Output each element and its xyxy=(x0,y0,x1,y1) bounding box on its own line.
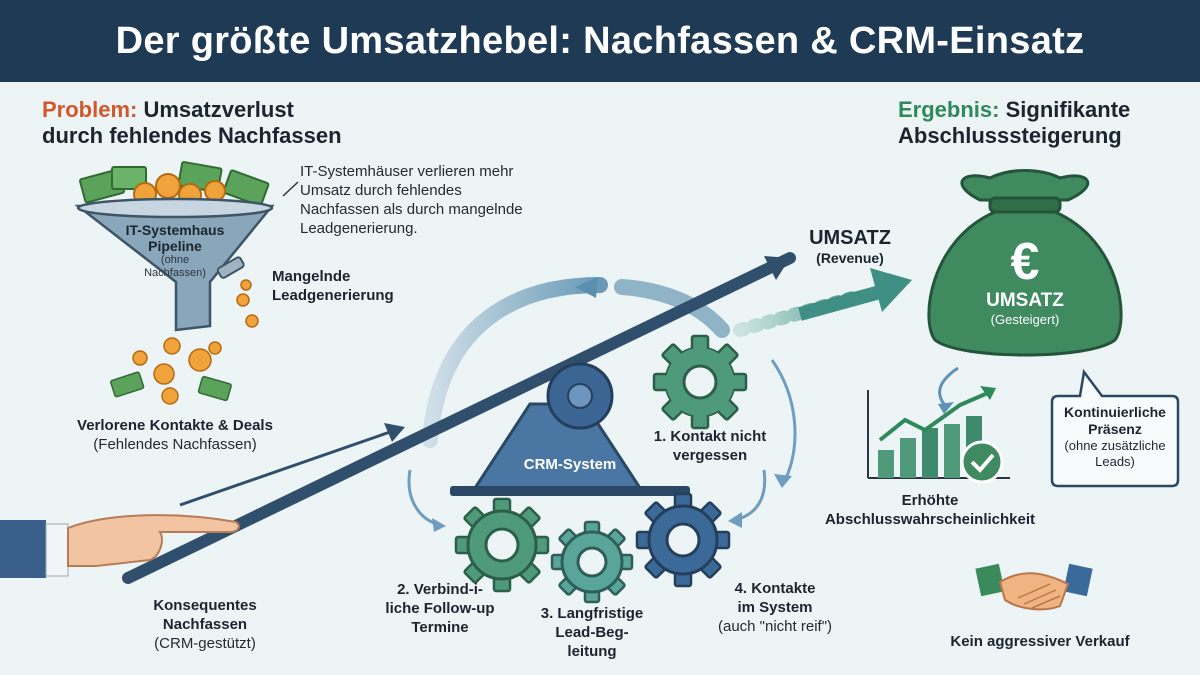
pushing-hand-icon xyxy=(0,514,240,578)
gear-2-label: 2. Verbind-i- liche Follow-up Termine xyxy=(370,580,510,637)
bag-title: UMSATZ xyxy=(986,290,1064,311)
gear-1-label: 1. Kontakt nicht vergessen xyxy=(640,427,780,465)
bubble-sub-line: Leads) xyxy=(1095,454,1135,469)
crm-system-label: CRM-System xyxy=(523,456,617,473)
gear-2-label-line: 2. Verbind-i- xyxy=(397,581,483,598)
gear-3-label-line: 3. Langfristige xyxy=(540,605,644,622)
chart-label: Erhöhte Abschlusswahrscheinlichkeit xyxy=(800,491,1060,529)
leak-label-line: Mangelnde xyxy=(272,268,351,285)
gear-1-label-line: 1. Kontakt nicht xyxy=(653,428,767,445)
gear-2-icon xyxy=(454,497,550,593)
bubble-text: Kontinuierliche Präsenz (ohne zusätzlich… xyxy=(1056,404,1174,470)
problem-prefix: Problem: xyxy=(42,97,138,122)
problem-desc-line: Leadgenerierung. xyxy=(300,220,418,237)
push-arrow-icon xyxy=(179,423,405,507)
revenue-arrow-icon xyxy=(733,268,912,337)
gear-4-sub: (auch "nicht reif") xyxy=(717,618,833,635)
chart-label-line: Abschlusswahrscheinlichkeit xyxy=(824,511,1036,528)
funnel-label-line: IT-Systemhaus xyxy=(125,222,225,238)
handshake-label: Kein aggressiver Verkauf xyxy=(950,633,1130,650)
lost-deals-label: Verlorene Kontakte & Deals (Fehlendes Na… xyxy=(40,416,310,454)
leak-label: Mangelnde Leadgenerierung xyxy=(272,267,432,305)
lost-deals-title: Verlorene Kontakte & Deals xyxy=(77,417,273,434)
result-title: Ergebnis: Signifikante Abschlusssteigeru… xyxy=(898,97,1188,149)
growth-chart-icon xyxy=(867,386,1010,484)
result-title-rest: Signifikante xyxy=(1005,97,1131,122)
bubble-sub-line: (ohne zusätzliche xyxy=(1064,438,1166,453)
funnel-label: IT-Systemhaus Pipeline (ohne Nachfassen) xyxy=(100,222,250,280)
problem-desc-line: Nachfassen als durch mangelnde xyxy=(300,201,523,218)
problem-description: IT-Systemhäuser verlieren mehr Umsatz du… xyxy=(300,162,600,238)
problem-title-rest: Umsatzverlust xyxy=(143,97,294,122)
leaking-coins-icon xyxy=(236,279,259,328)
gear-3-label-line: Lead-Beg- xyxy=(555,624,629,641)
gear-1-icon xyxy=(652,334,748,430)
problem-desc-line: Umsatz durch fehlendes xyxy=(300,182,462,199)
push-label-line: Konsequentes xyxy=(153,597,257,614)
money-bag-icon xyxy=(927,169,1123,357)
bubble-title-line: Kontinuierliche xyxy=(1064,404,1166,420)
header-bar: Der größte Umsatzhebel: Nachfassen & CRM… xyxy=(0,0,1200,82)
gear-3-label: 3. Langfristige Lead-Beg- leitung xyxy=(522,604,662,661)
chart-label-line: Erhöhte xyxy=(901,492,959,509)
revenue-sub: (Revenue) xyxy=(816,250,884,266)
bubble-title-line: Präsenz xyxy=(1088,421,1142,437)
gear-1-label-line: vergessen xyxy=(672,447,748,464)
lost-money-pile-icon xyxy=(110,337,232,405)
gear-2-label-line: liche Follow-up xyxy=(385,600,495,617)
euro-symbol: € xyxy=(1010,233,1040,291)
push-label-sub: (CRM-gestützt) xyxy=(154,635,256,652)
leak-label-line: Leadgenerierung xyxy=(272,287,394,304)
gear-4-label: 4. Kontakte im System (auch "nicht reif"… xyxy=(690,579,860,636)
money-funnel-icon xyxy=(74,161,275,332)
diagram-illustration xyxy=(0,161,1180,611)
gear-4-icon xyxy=(635,492,731,588)
funnel-label-line: Pipeline xyxy=(148,238,202,254)
gear-4-label-line: im System xyxy=(737,599,813,616)
gear-2-label-line: Termine xyxy=(411,619,469,636)
crm-fulcrum-icon xyxy=(450,362,690,496)
funnel-sub-line: Nachfassen) xyxy=(144,267,206,279)
funnel-sub-line: (ohne xyxy=(160,254,190,266)
problem-title: Problem: Umsatzverlust durch fehlendes N… xyxy=(42,97,402,149)
motion-arc xyxy=(422,277,608,448)
lost-deals-sub: (Fehlendes Nachfassen) xyxy=(93,436,257,453)
speech-bubble xyxy=(1050,368,1180,488)
gear-3-label-line: leitung xyxy=(567,643,617,660)
push-label-line: Nachfassen xyxy=(162,616,248,633)
gear-4-label-line: 4. Kontakte xyxy=(734,580,816,597)
gear-3-icon xyxy=(550,520,634,604)
problem-desc-line: IT-Systemhäuser verlieren mehr xyxy=(300,163,514,180)
revenue-label: UMSATZ (Revenue) xyxy=(790,226,910,266)
result-title-line2: Abschlusssteigerung xyxy=(898,123,1122,148)
page-title: Der größte Umsatzhebel: Nachfassen & CRM… xyxy=(115,19,1085,62)
bag-to-chart-arrow xyxy=(938,366,959,405)
bag-sub: (Gesteigert) xyxy=(990,312,1060,327)
bag-label: € UMSATZ (Gesteigert) xyxy=(970,234,1080,328)
push-label: Konsequentes Nachfassen (CRM-gestützt) xyxy=(120,596,290,653)
handshake-icon xyxy=(975,563,1093,611)
problem-title-line2: durch fehlendes Nachfassen xyxy=(42,123,342,148)
revenue-title: UMSATZ xyxy=(809,227,891,249)
result-prefix: Ergebnis: xyxy=(898,97,1000,122)
